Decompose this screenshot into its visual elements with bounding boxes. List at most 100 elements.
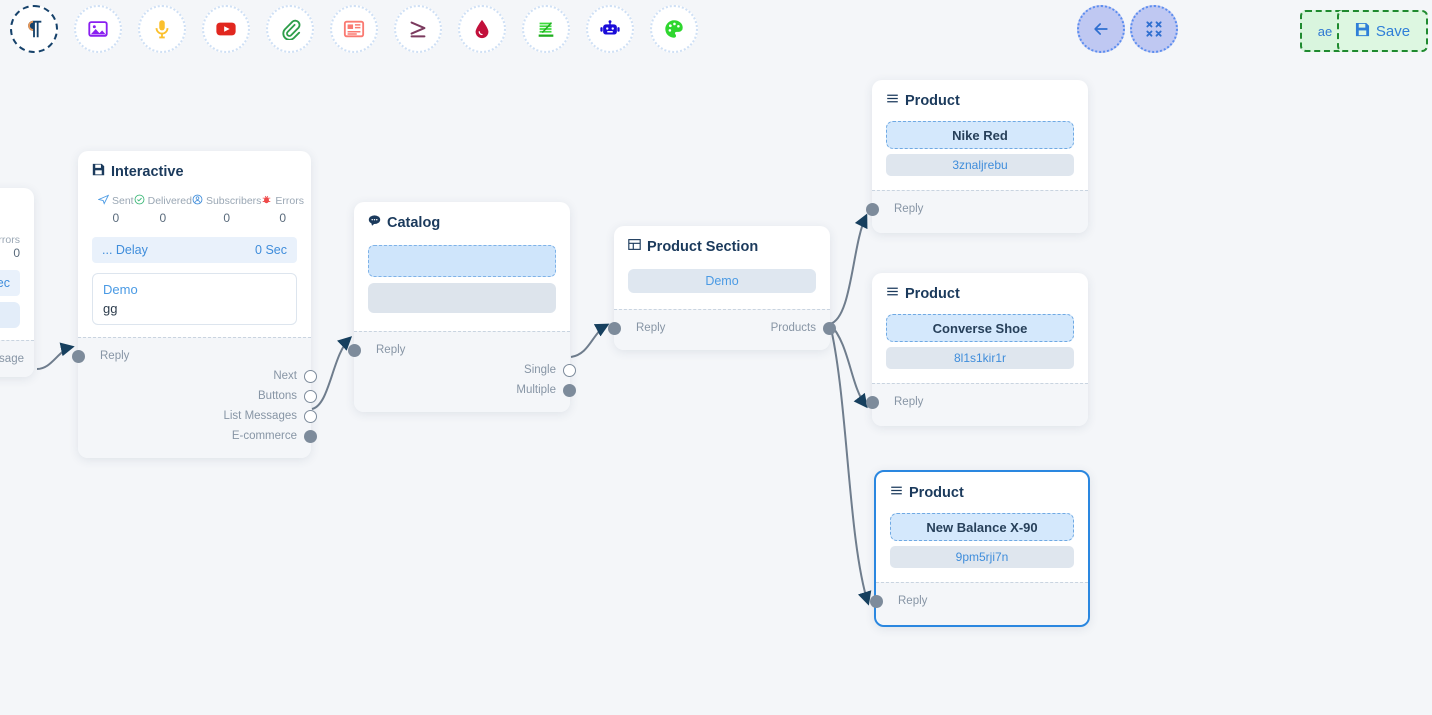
interactive-delay-value: 0 Sec (255, 243, 287, 257)
clipped-placeholder (0, 302, 20, 328)
port-dot-multiple[interactable] (563, 383, 576, 397)
catalog-header: Catalog (354, 202, 570, 235)
robot-icon[interactable] (586, 5, 634, 53)
product-2-header: Product (872, 273, 1088, 306)
stat-errors: Errors 0 (261, 194, 304, 225)
product-2-name[interactable]: Converse Shoe (886, 314, 1074, 342)
stat-delivered-label: Delivered (147, 195, 192, 207)
product-1-port-reply[interactable]: Reply (866, 199, 1074, 219)
clipped-port-message-label: essage (0, 353, 24, 365)
clipped-sec-label: Sec (0, 276, 10, 290)
catalog-port-multiple[interactable]: Multiple (368, 380, 576, 400)
node-product-2[interactable]: Product Converse Shoe 8l1s1kir1r Reply (866, 273, 1088, 426)
video-icon[interactable] (202, 5, 250, 53)
product-2-port-reply[interactable]: Reply (866, 392, 1074, 412)
catalog-port-multiple-label: Multiple (516, 384, 556, 396)
product-2-port-reply-label: Reply (894, 396, 924, 408)
product-1-sku[interactable]: 3znaljrebu (886, 154, 1074, 176)
port-dot-single[interactable] (563, 363, 576, 377)
send-icon (97, 194, 110, 208)
paperclip-icon[interactable] (266, 5, 314, 53)
node-catalog[interactable]: Catalog Reply Single Multiple (348, 202, 576, 412)
microphone-icon[interactable] (138, 5, 186, 53)
interactive-header: Interactive (78, 151, 311, 184)
port-dot-products[interactable] (823, 321, 836, 335)
interactive-port-list-label: List Messages (223, 410, 297, 422)
port-dot-in[interactable] (72, 349, 85, 363)
condition-icon[interactable] (394, 5, 442, 53)
interactive-port-list[interactable]: List Messages (92, 406, 317, 426)
interactive-port-buttons[interactable]: Buttons (92, 386, 317, 406)
interactive-port-reply[interactable]: Reply (72, 346, 297, 366)
product-1-name[interactable]: Nike Red (886, 121, 1074, 149)
port-dot-buttons[interactable] (304, 389, 317, 403)
interactive-port-ecommerce[interactable]: E-commerce (92, 426, 317, 446)
product-section-port-products-label: Products (770, 322, 816, 334)
chat-bubble-icon (368, 214, 381, 231)
grid-icon (628, 238, 641, 255)
list-lines-icon (890, 484, 903, 501)
edge-left-to-interactive (36, 342, 75, 370)
list-lines-icon (886, 92, 899, 109)
clipped-errors-value: 0 (13, 246, 20, 260)
edge-section-to-product-1 (829, 213, 868, 325)
catalog-port-single[interactable]: Single (368, 360, 576, 380)
product-3-sku[interactable]: 9pm5rji7n (890, 546, 1074, 568)
interactive-port-next[interactable]: Next (92, 366, 317, 386)
port-dot-in[interactable] (348, 343, 361, 357)
port-dot-in[interactable] (866, 395, 879, 409)
palette-icon[interactable] (650, 5, 698, 53)
back-button[interactable] (1077, 5, 1125, 53)
product-section-header: Product Section (614, 226, 830, 259)
port-dot-in[interactable] (608, 321, 621, 335)
clipped-delay-bar[interactable]: Sec (0, 270, 20, 296)
save-button[interactable]: Save (1337, 10, 1428, 52)
stat-errors-label: Errors (275, 195, 305, 207)
edge-interactive-to-catalog (311, 336, 353, 410)
product-2-sku[interactable]: 8l1s1kir1r (886, 347, 1074, 369)
product-2-title: Product (905, 285, 960, 302)
product-3-ports: Reply (870, 582, 1088, 625)
interactive-title: Interactive (111, 163, 184, 180)
card-icon[interactable] (330, 5, 378, 53)
clipped-errors-label: Errors (0, 234, 20, 246)
node-product-1[interactable]: Product Nike Red 3znaljrebu Reply (866, 80, 1088, 233)
list-lines-icon (886, 285, 899, 302)
product-3-name[interactable]: New Balance X-90 (890, 513, 1074, 541)
node-product-section[interactable]: Product Section Demo Reply Products (608, 226, 836, 350)
clipped-port-message[interactable]: essage (0, 349, 24, 369)
check-circle-icon (134, 194, 145, 208)
product-3-header: Product (876, 472, 1088, 505)
catalog-port-reply[interactable]: Reply (348, 340, 556, 360)
stat-subscribers-label: Subscribers (205, 195, 262, 207)
drop-icon[interactable] (458, 5, 506, 53)
interactive-delay-label: ... Delay (102, 243, 148, 257)
floppy-icon (92, 163, 105, 180)
node-interactive[interactable]: Interactive Sent 0 (72, 151, 317, 458)
port-dot-next[interactable] (304, 369, 317, 383)
interactive-port-reply-label: Reply (100, 350, 130, 362)
port-dot-in[interactable] (870, 594, 883, 608)
pilcrow-icon[interactable] (10, 5, 58, 53)
port-dot-ecommerce[interactable] (304, 429, 317, 443)
catalog-placeholder-secondary[interactable] (368, 283, 556, 313)
product-section-port-row[interactable]: Reply Products (608, 318, 836, 338)
product-section-item[interactable]: Demo (628, 269, 816, 293)
list-icon[interactable] (522, 5, 570, 53)
fit-view-button[interactable] (1130, 5, 1178, 53)
catalog-placeholder-primary[interactable] (368, 245, 556, 277)
interactive-message-box[interactable]: Demo gg (92, 273, 297, 325)
product-1-title: Product (905, 92, 960, 109)
node-product-3[interactable]: Product New Balance X-90 9pm5rji7n Reply (870, 470, 1090, 627)
product-3-port-reply[interactable]: Reply (870, 591, 1074, 611)
stat-sent-value: 0 (112, 211, 120, 225)
port-dot-in[interactable] (866, 202, 879, 216)
hidden-action-label: ae (1317, 23, 1333, 39)
node-clipped-left[interactable]: Errors 0 Sec essage (0, 188, 34, 377)
edge-section-to-product-2 (829, 323, 868, 409)
product-3-title: Product (909, 484, 964, 501)
image-icon[interactable] (74, 5, 122, 53)
interactive-delay-bar[interactable]: ... Delay 0 Sec (92, 237, 297, 263)
port-dot-list[interactable] (304, 409, 317, 423)
